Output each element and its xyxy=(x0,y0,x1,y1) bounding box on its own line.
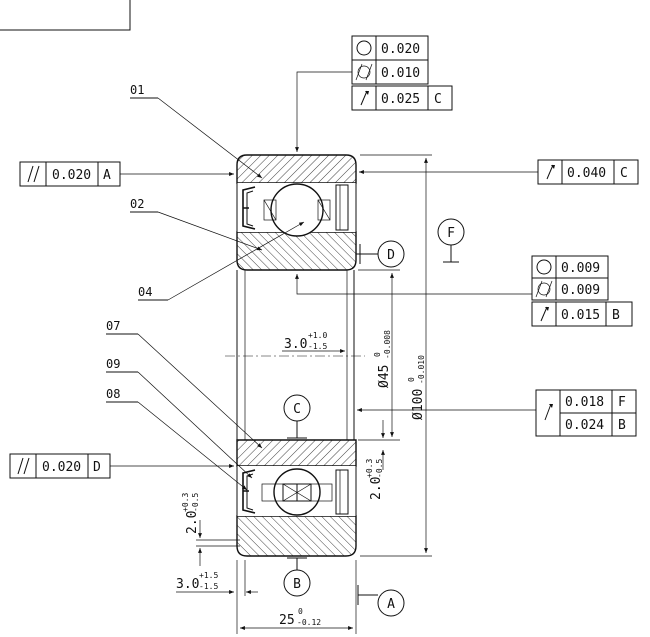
fcf-mid-right: 0.009 0.009 0.015 B xyxy=(295,255,633,327)
svg-text:0.040: 0.040 xyxy=(567,166,606,181)
svg-text:+0.3: +0.3 xyxy=(365,459,374,478)
svg-text:2.0: 2.0 xyxy=(185,511,200,534)
svg-text:+1.5: +1.5 xyxy=(199,571,218,580)
dim-outer-diameter: Ø100 0 -0.010 xyxy=(360,154,432,557)
callout-08: 08 xyxy=(106,387,120,401)
runout-icon-3 xyxy=(540,306,549,322)
fcf-right-top: 0.040 C xyxy=(359,159,639,185)
callouts: 01 02 04 07 09 08 xyxy=(106,83,305,491)
svg-text:B: B xyxy=(618,418,626,433)
datum-c: C xyxy=(283,394,311,439)
callout-09: 09 xyxy=(106,357,120,371)
svg-text:0.009: 0.009 xyxy=(561,261,600,276)
fcf-left-bottom: 0.020 D xyxy=(9,453,234,479)
svg-text:0.020: 0.020 xyxy=(381,42,420,57)
svg-text:0: 0 xyxy=(373,352,382,357)
svg-text:0.010: 0.010 xyxy=(381,66,420,81)
svg-text:B: B xyxy=(612,308,620,323)
svg-text:B: B xyxy=(293,577,301,592)
svg-text:+1.0: +1.0 xyxy=(308,331,327,340)
inner-ring-top xyxy=(236,231,357,271)
runout-icon-2 xyxy=(546,164,555,180)
circularity-icon-2 xyxy=(536,259,552,275)
svg-text:2.0: 2.0 xyxy=(369,477,384,500)
svg-text:D: D xyxy=(93,460,101,475)
datum-d: D xyxy=(356,240,405,268)
title-block-corner xyxy=(0,0,131,31)
dim-chamfer-bottom: 3.0 +1.5 -1.5 xyxy=(176,560,258,596)
inner-ring-bottom xyxy=(236,439,357,467)
svg-text:0.024: 0.024 xyxy=(565,418,604,433)
datum-a: A xyxy=(357,585,405,617)
svg-text:-0.12: -0.12 xyxy=(297,618,321,627)
fcf-left-top: 0.020 A xyxy=(19,161,234,187)
parallelism-icon-2 xyxy=(17,457,30,475)
svg-text:0.020: 0.020 xyxy=(42,460,81,475)
svg-text:25: 25 xyxy=(279,613,295,628)
svg-text:Ø45: Ø45 xyxy=(377,365,392,388)
svg-text:C: C xyxy=(620,166,628,181)
seal-left-bottom xyxy=(242,469,256,514)
svg-text:0.020: 0.020 xyxy=(52,168,91,183)
svg-text:A: A xyxy=(387,597,395,612)
seal-left-top xyxy=(242,186,256,230)
svg-text:0: 0 xyxy=(407,377,416,382)
svg-text:+0.3: +0.3 xyxy=(181,493,190,512)
cylindricity-icon xyxy=(355,63,373,81)
svg-text:-1.5: -1.5 xyxy=(308,342,327,351)
svg-text:0.009: 0.009 xyxy=(561,283,600,298)
svg-text:-0.5: -0.5 xyxy=(375,459,384,478)
dim-shield-gap-right: 2.0 +0.3 -0.5 xyxy=(365,420,385,500)
svg-text:F: F xyxy=(618,395,626,410)
svg-text:-0.5: -0.5 xyxy=(191,493,200,512)
shield-right-top xyxy=(335,184,349,231)
ball-top xyxy=(270,183,324,237)
svg-text:0.015: 0.015 xyxy=(561,308,600,323)
svg-text:-0.010: -0.010 xyxy=(417,355,426,384)
datum-f: F xyxy=(437,218,465,263)
callout-01: 01 xyxy=(130,83,144,97)
svg-text:C: C xyxy=(293,402,301,417)
dim-bore-diameter: Ø45 0 -0.008 xyxy=(358,269,400,441)
shield-right-bottom xyxy=(335,469,349,515)
dim-seal-gap-left: 2.0 +0.3 -0.5 xyxy=(181,493,240,566)
callout-07: 07 xyxy=(106,319,120,333)
svg-text:-0.008: -0.008 xyxy=(383,330,392,359)
fcf-top-center: 0.020 0.010 0.025 C xyxy=(295,35,453,152)
bearing-section xyxy=(236,154,357,557)
svg-text:0: 0 xyxy=(298,607,303,616)
dim-width: 25 0 -0.12 xyxy=(236,560,357,634)
callout-04: 04 xyxy=(138,285,152,299)
svg-text:F: F xyxy=(447,226,455,241)
svg-text:C: C xyxy=(434,92,442,107)
dim-chamfer-top: 3.0 +1.0 -1.5 xyxy=(282,331,345,353)
fcf-right-bottom: 0.018 F 0.024 B xyxy=(357,389,637,437)
svg-text:0.025: 0.025 xyxy=(381,92,420,107)
runout-icon-4 xyxy=(544,403,553,421)
svg-text:-1.5: -1.5 xyxy=(199,582,218,591)
svg-text:Ø100: Ø100 xyxy=(411,389,426,420)
outer-ring-top xyxy=(236,154,357,184)
parallelism-icon xyxy=(27,165,40,183)
svg-text:3.0: 3.0 xyxy=(284,337,307,352)
outer-ring-bottom xyxy=(236,515,357,557)
cylindricity-icon-2 xyxy=(535,280,553,298)
callout-02: 02 xyxy=(130,197,144,211)
svg-text:3.0: 3.0 xyxy=(176,577,199,592)
svg-text:D: D xyxy=(387,248,395,263)
svg-text:A: A xyxy=(103,168,111,183)
circularity-icon xyxy=(356,40,372,56)
datum-b: B xyxy=(283,557,311,597)
runout-icon xyxy=(360,90,369,106)
svg-text:0.018: 0.018 xyxy=(565,395,604,410)
